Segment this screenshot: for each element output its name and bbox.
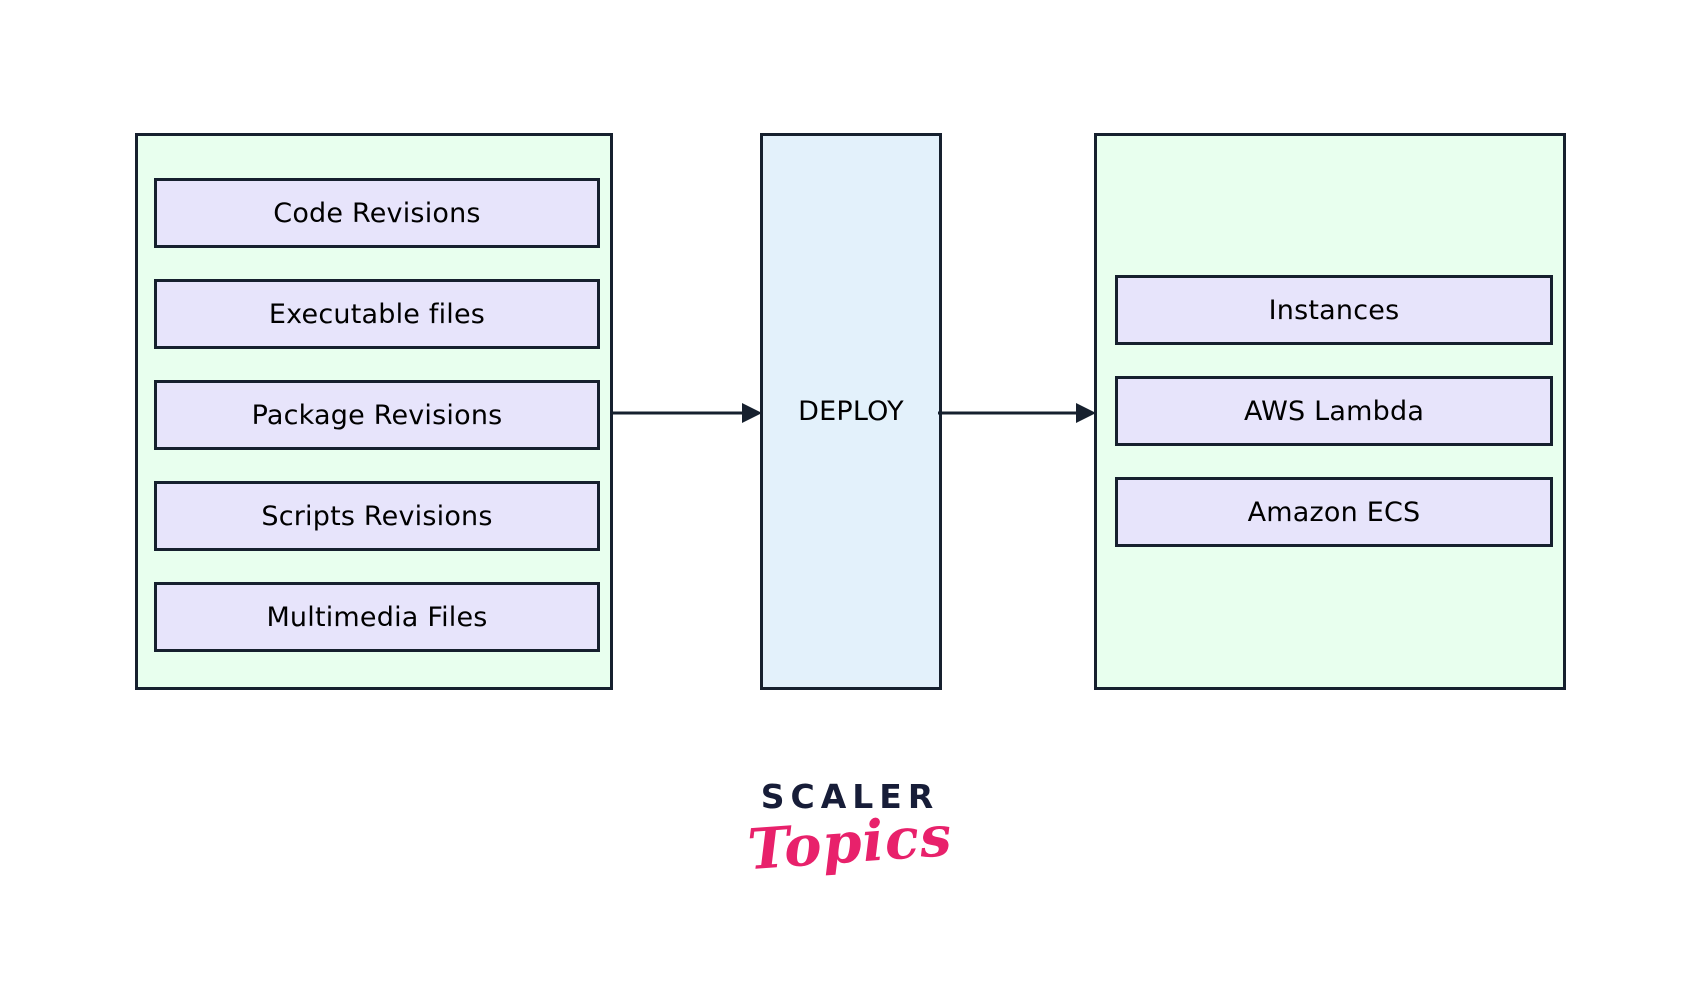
- source-item-multimedia-files: Multimedia Files: [154, 582, 600, 652]
- target-item-aws-lambda: AWS Lambda: [1115, 376, 1553, 446]
- source-item-package-revisions: Package Revisions: [154, 380, 600, 450]
- deploy-process-label: DEPLOY: [798, 396, 904, 427]
- target-item-label: Instances: [1268, 294, 1400, 326]
- source-item-label: Scripts Revisions: [261, 500, 493, 532]
- source-item-scripts-revisions: Scripts Revisions: [154, 481, 600, 551]
- source-item-label: Executable files: [268, 298, 486, 330]
- target-item-label: AWS Lambda: [1243, 395, 1425, 427]
- target-item-label: Amazon ECS: [1247, 496, 1421, 528]
- arrow-deploy-to-target-icon: [938, 398, 1098, 428]
- brand-primary-wordmark: SCALER: [760, 777, 940, 816]
- source-artifacts-panel: Code Revisions Executable files Package …: [135, 133, 613, 690]
- source-item-label: Multimedia Files: [266, 601, 488, 633]
- source-item-executable-files: Executable files: [154, 279, 600, 349]
- arrow-source-to-deploy-icon: [610, 398, 764, 428]
- target-item-instances: Instances: [1115, 275, 1553, 345]
- deployment-targets-panel: Instances AWS Lambda Amazon ECS: [1094, 133, 1566, 690]
- target-item-amazon-ecs: Amazon ECS: [1115, 477, 1553, 547]
- source-item-label: Code Revisions: [273, 197, 481, 229]
- scaler-topics-logo: SCALER Topics: [0, 777, 1700, 883]
- deploy-process-box: DEPLOY: [760, 133, 942, 690]
- source-item-code-revisions: Code Revisions: [154, 178, 600, 248]
- source-item-label: Package Revisions: [251, 399, 503, 431]
